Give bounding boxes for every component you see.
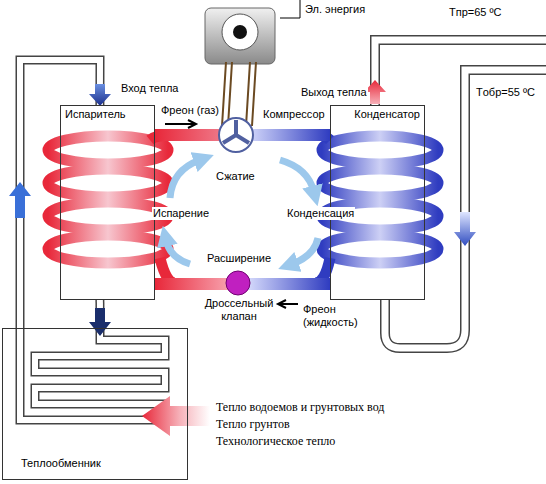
unit-box: Испаритель [60,105,155,300]
part-label: Вход тепла [120,82,179,95]
box-title: Конденсатор [352,108,422,121]
part-label: Фреон (жидкость) [302,303,366,329]
heat-source-text: Тепло грунтов [215,418,291,431]
part-label: Tобр=55 ºC [475,86,536,99]
box-title: Теплообменник [19,457,103,470]
exchanger-pipe [20,328,165,420]
part-label: Фреон (газ) [160,104,220,117]
part-label: Испарение [152,207,210,220]
unit-box: Конденсатор [330,105,425,300]
heat-source-text: Тепло водоемов и грунтовых вод [215,401,385,414]
part-label: Дроссельный клапан [190,297,288,323]
throttle-valve [226,271,250,295]
heat-source-arrow [142,396,210,436]
part-label: Конденсация [286,207,355,220]
part-label: Расширение [206,252,272,265]
compressor [219,118,253,152]
power-line [280,0,300,18]
part-label: Выход тепла [300,86,368,99]
flow-arrow [165,120,196,128]
flow-arrow [9,182,31,218]
box-title: Испаритель [63,108,128,121]
part-label: Сжатие [215,170,256,183]
unit-box: Теплообменник [2,328,188,480]
heat-source-text: Технологическое тепло [215,435,336,448]
flow-arrow [89,308,111,336]
part-label: Tпр=65 ºC [448,6,502,19]
part-label: Эл. энергия [304,3,366,16]
heat-in-arrow [89,84,111,106]
part-label: Компрессор [262,108,326,121]
flow-arrow [454,212,476,246]
flow-arrow [278,300,298,308]
